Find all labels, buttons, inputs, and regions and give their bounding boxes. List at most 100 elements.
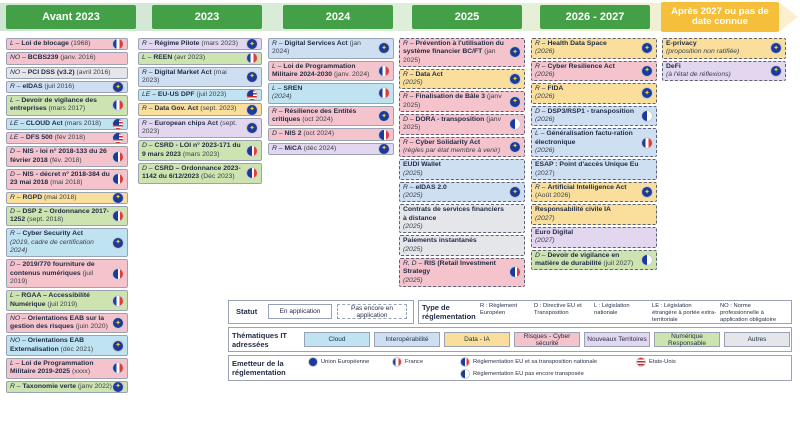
regulation-type: R <box>142 105 147 113</box>
regulation-title: Orientations EAB sur la gestion des risq… <box>10 314 105 331</box>
legend-emitter-box <box>228 355 792 381</box>
regulation-title: NIS 2 <box>284 130 302 138</box>
eu-flag-icon <box>308 357 318 367</box>
regulation-title: EUDI Wallet <box>403 161 441 169</box>
eu-flag-icon <box>509 140 521 153</box>
regulation-card: R – RGPD (mai 2018) <box>6 191 128 204</box>
regulation-note: (à l'état de réflexions) <box>666 70 731 78</box>
regulation-card: D – DSP3/RSP1 - transposition(2026) <box>531 105 657 127</box>
regulation-type: R <box>535 85 540 93</box>
regulation-note: (2025) <box>403 192 423 200</box>
regulation-title: Régime Pilote <box>154 40 200 47</box>
regulation-type: L <box>535 130 539 138</box>
regulation-title: CSRD - LOI n° 2023-171 du 9 mars 2023 <box>142 142 241 158</box>
regulation-date: (juil 2016) <box>44 82 75 90</box>
regulation-text: D – 2019/770 fourniture de contenus numé… <box>10 261 95 285</box>
regulation-text: L – Généralisation factu-ration électron… <box>535 130 633 154</box>
regulation-card: LE – CLOUD Act (mars 2018) <box>6 117 128 131</box>
regulation-date: (janv. 2016) <box>60 54 96 62</box>
regulation-card: D – NIS - loi n° 2018-133 du 26 février … <box>6 146 128 167</box>
france-flag-icon <box>641 136 653 149</box>
regulation-type: R <box>142 119 147 127</box>
regulation-note: (2026) <box>535 146 555 154</box>
eu-flag-icon <box>246 70 258 83</box>
regulation-type: D <box>10 148 15 156</box>
regulation-text: EUDI Wallet(2025) <box>403 161 509 178</box>
regulation-card: NO – Orientations EAB sur la gestion des… <box>6 312 128 334</box>
regulation-card: L – RGAA – Accessibilité Numérique (juil… <box>6 290 128 311</box>
regulation-type: R <box>10 382 15 390</box>
france-flag-icon <box>112 362 124 375</box>
eu-untransposed-flag-icon <box>641 110 653 123</box>
regulation-card: LE – DFS 500 (fév 2018) <box>6 132 128 145</box>
france-flag-icon <box>246 53 258 64</box>
regulation-title: eIDAS 2.0 <box>415 183 447 191</box>
regulation-title: European chips Act <box>154 119 219 127</box>
regulation-date: (mai 2018) <box>44 193 77 201</box>
regulation-date: (avr 2023) <box>174 54 206 62</box>
regulation-type: R <box>535 62 540 70</box>
legend-emitter-label: Emetteur de la réglementation <box>232 359 286 377</box>
regulation-type: L <box>10 40 14 47</box>
regulation-text: Paiements instantanés(2025) <box>403 237 509 254</box>
regulation-type: LE <box>142 91 151 99</box>
regulation-title: RGPD <box>22 193 43 201</box>
regulation-text: R – Data Act(2025) <box>403 70 443 87</box>
eu-flag-icon <box>770 42 782 55</box>
eu-flag-icon <box>246 39 258 50</box>
eu-flag-icon <box>112 81 124 93</box>
regulation-date: (Déc 2023) <box>200 173 235 181</box>
header-2024: 2024 <box>283 5 393 29</box>
france-flag-icon <box>112 99 124 112</box>
regulation-card: R – Health Data Space(2026) <box>531 38 657 59</box>
regulation-type: R <box>403 93 408 101</box>
regulation-date: (1968) <box>70 40 91 47</box>
regulation-title: DFS 500 <box>25 134 53 142</box>
regulation-note: (2025) <box>403 79 423 87</box>
column-before-2023: L – Loi de blocage (1968)NO – BCBS239 (j… <box>6 38 128 393</box>
regulation-text: R – eIDAS (juil 2016) <box>10 82 75 90</box>
regulation-text: D – Devoir de vigilance en matière de du… <box>535 251 634 267</box>
regulation-title: FIDA <box>547 85 564 93</box>
regulation-type: R <box>10 82 15 90</box>
regulation-card: L – SREN(2024) <box>268 83 394 104</box>
regulation-type: R <box>142 40 147 47</box>
eu-untransposed-flag-icon <box>641 253 653 266</box>
regulation-date: (jan 2025) <box>403 48 496 64</box>
regulation-date: (janv. 2024) <box>333 70 370 78</box>
regulation-date: (juil 2023) <box>196 91 227 99</box>
regulation-type: D <box>535 251 540 259</box>
regulation-text: L – Loi de Programmation Militaire 2024-… <box>272 62 370 78</box>
eu-flag-icon <box>246 122 258 135</box>
regulation-type: NO <box>10 54 21 62</box>
regulation-type: L <box>272 85 276 93</box>
regulation-type: R <box>10 230 15 238</box>
regulation-card: R – Résilience des Entités critiques (oc… <box>268 105 394 127</box>
regulation-text: D – CSRD – Ordonnance 2023-1142 du 6/12/… <box>142 164 241 181</box>
regulation-type: D <box>10 207 15 215</box>
regulation-text: R – Taxonomie verte (janv 2022) <box>10 382 112 390</box>
regulation-title: Finalisation de Bâle 3 <box>415 93 485 101</box>
regulation-date: (fév. 2018) <box>49 156 82 164</box>
column-2026-2027: R – Health Data Space(2026)R – Cyber Res… <box>531 38 657 271</box>
regulation-text: Euro Digital(2027) <box>535 229 641 246</box>
regulation-title: BCBS239 <box>27 54 59 62</box>
regulation-text: LE – DFS 500 (fév 2018) <box>10 134 86 142</box>
regulation-text: Contrats de services financiers à distan… <box>403 206 509 231</box>
regulation-note: (2025) <box>403 276 423 284</box>
regulation-note: (2027) <box>535 214 555 222</box>
column-after-2027: E-privacy(proposition non ratifiée)DeFi(… <box>662 38 786 82</box>
eu-flag-icon <box>641 64 653 77</box>
regulation-card: R – Digital Services Act (jan 2024) <box>268 38 394 59</box>
regulation-title: Paiements instantanés <box>403 237 477 245</box>
regulation-card: R – Artificial Intelligence Act (Août 20… <box>531 181 657 203</box>
eu-flag-icon <box>509 95 521 108</box>
column-2025: R – Prévention à l'utilisation du systèm… <box>399 38 525 287</box>
regulation-title: NIS - loi n° 2018-133 du 26 février 2018 <box>10 148 107 164</box>
regulation-card: NO – Orientations EAB Externalisation (d… <box>6 335 128 357</box>
regulation-type: D <box>10 261 15 269</box>
regulation-text: R – Cyber Security Act(2019, cadre de ce… <box>10 230 94 255</box>
regulation-text: D – DORA - transposition (janv 2025) <box>403 116 501 132</box>
usa-flag-icon <box>112 133 124 144</box>
regulation-type: L <box>272 62 276 70</box>
